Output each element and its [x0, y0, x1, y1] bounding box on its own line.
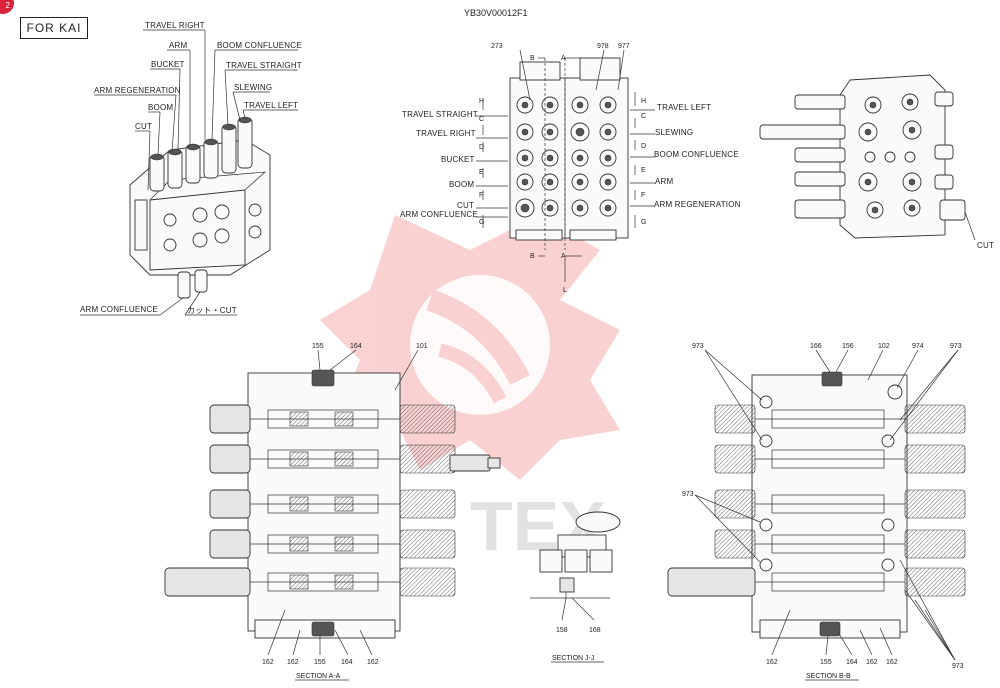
front-mark-b-bottom: B: [530, 253, 535, 260]
front-label-cut: CUT: [457, 201, 474, 210]
front-mark-c-left: C: [479, 116, 484, 123]
aa-part-162-c: 162: [367, 659, 379, 666]
iso-label-cut: CUT: [135, 122, 152, 131]
section-aa-drawing: [164, 349, 501, 656]
bb-part-162-c: 162: [886, 659, 898, 666]
front-mark-h-right: H: [641, 98, 646, 105]
front-label-travel-straight: TRAVEL STRAIGHT: [402, 110, 478, 119]
front-part-977: 977: [618, 43, 630, 50]
front-label-travel-right: TRAVEL RIGHT: [416, 129, 476, 138]
aa-part-101: 101: [416, 343, 428, 350]
front-valve-drawing: [476, 49, 655, 282]
front-mark-h-left: H: [479, 98, 484, 105]
side-valve-drawing: [759, 74, 976, 241]
bb-part-166: 166: [810, 343, 822, 350]
iso-label-slewing: SLEWING: [234, 83, 272, 92]
bb-part-164: 164: [846, 659, 858, 666]
section-bb-drawing: [667, 349, 966, 661]
side-label-cut: CUT: [977, 241, 994, 250]
jj-part-158: 158: [556, 627, 568, 634]
bb-part-974: 974: [912, 343, 924, 350]
front-mark-d-left: D: [479, 144, 484, 151]
front-mark-f-left: F: [479, 192, 483, 199]
bb-part-973-left: 973: [682, 491, 694, 498]
page-badge: 2: [0, 0, 14, 14]
front-mark-b-top: B: [530, 55, 535, 62]
bb-part-102: 102: [878, 343, 890, 350]
front-label-boom: BOOM: [449, 180, 474, 189]
bb-part-973-top-right: 973: [950, 343, 962, 350]
front-label-boom-confluence: BOOM CONFLUENCE: [654, 150, 739, 159]
bb-part-973-top-left: 973: [692, 343, 704, 350]
section-aa-title: SECTION A-A: [296, 673, 341, 680]
iso-label-bucket: BUCKET: [151, 60, 185, 69]
aa-part-164-top: 164: [350, 343, 362, 350]
iso-valve-drawing: [80, 29, 298, 316]
aa-part-162-b: 162: [287, 659, 299, 666]
bb-part-162-b: 162: [866, 659, 878, 666]
iso-label-travel-right: TRAVEL RIGHT: [145, 21, 205, 30]
bb-part-156: 156: [842, 343, 854, 350]
front-mark-d-right: D: [641, 143, 646, 150]
bb-part-973-bottom-right: 973: [952, 663, 964, 670]
section-jj-drawing: [530, 511, 621, 621]
front-mark-g-right: G: [641, 219, 646, 226]
aa-part-155-bottom: 155: [314, 659, 326, 666]
front-label-travel-left: TRAVEL LEFT: [657, 103, 711, 112]
bb-part-155: 155: [820, 659, 832, 666]
front-mark-g-left: G: [479, 219, 484, 226]
front-label-arm-confluence: ARM CONFLUENCE: [400, 210, 478, 219]
section-jj-title: SECTION J-J: [552, 655, 594, 662]
front-label-arm-regeneration: ARM REGENERATION: [654, 200, 741, 209]
front-mark-c-right: C: [641, 113, 646, 120]
iso-label-cut-jp: カット・CUT: [187, 306, 237, 315]
bb-part-162-a: 162: [766, 659, 778, 666]
front-label-slewing: SLEWING: [655, 128, 693, 137]
iso-label-boom-confluence: BOOM CONFLUENCE: [217, 41, 302, 50]
iso-label-travel-straight: TRAVEL STRAIGHT: [226, 61, 302, 70]
aa-part-162-a: 162: [262, 659, 274, 666]
iso-label-travel-left: TRAVEL LEFT: [244, 101, 298, 110]
front-part-978: 978: [597, 43, 609, 50]
aa-part-164-bottom: 164: [341, 659, 353, 666]
section-bb-title: SECTION B-B: [806, 673, 851, 680]
iso-label-arm: ARM: [169, 41, 188, 50]
aa-part-155-top: 155: [312, 343, 324, 350]
front-mark-a-top: A: [561, 55, 566, 62]
iso-label-boom: BOOM: [148, 103, 173, 112]
iso-label-arm-regeneration: ARM REGENERATION: [94, 86, 181, 95]
front-label-arm: ARM: [655, 177, 674, 186]
jj-part-168: 168: [589, 627, 601, 634]
front-mark-e-left: E: [479, 169, 484, 176]
front-mark-f-right: F: [641, 192, 645, 199]
front-mark-e-right: E: [641, 167, 646, 174]
front-label-bucket: BUCKET: [441, 155, 475, 164]
front-mark-a-bottom: A: [561, 253, 566, 260]
iso-label-arm-confluence: ARM CONFLUENCE: [80, 305, 158, 314]
front-mark-l: L: [563, 287, 567, 294]
for-kai-box: FOR KAI: [20, 17, 88, 39]
doc-code: YB30V00012F1: [464, 8, 528, 18]
front-part-273: 273: [491, 43, 503, 50]
